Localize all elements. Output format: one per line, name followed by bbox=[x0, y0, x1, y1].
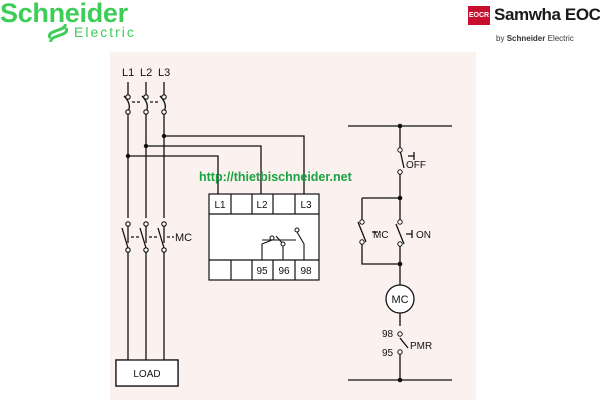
schneider-mark-icon bbox=[47, 24, 69, 42]
power-wiring bbox=[115, 82, 305, 387]
coil-label: MC bbox=[391, 294, 408, 306]
eocr-badge: EOCR bbox=[468, 6, 490, 25]
partner-tagline: by Schneider Electric bbox=[496, 34, 574, 43]
relay-input-l3: L3 bbox=[300, 200, 312, 211]
relay-block bbox=[208, 193, 320, 281]
on-label: ON bbox=[416, 230, 431, 241]
contactor-label: MC bbox=[175, 232, 192, 244]
partner-by-brand: Schneider bbox=[506, 34, 546, 43]
phase-label-l1: L1 bbox=[122, 67, 134, 79]
partner-by-sub: Electric bbox=[547, 34, 574, 43]
control-wiring bbox=[348, 125, 452, 381]
partner-by: by bbox=[496, 34, 505, 43]
relay-contact-96: 96 bbox=[278, 266, 290, 277]
brand-name: Schneider bbox=[0, 0, 128, 28]
control-terminals bbox=[359, 147, 403, 355]
relay-input-l1: L1 bbox=[214, 200, 226, 211]
hold-contact-label: MC bbox=[373, 230, 389, 241]
load-box bbox=[115, 359, 179, 387]
watermark-url: http://thietbischneider.net bbox=[199, 170, 353, 184]
pmr-label: PMR bbox=[410, 341, 432, 352]
relay-input-l2: L2 bbox=[256, 200, 268, 211]
relay-contacts bbox=[261, 231, 305, 260]
relay-contact-points bbox=[269, 227, 300, 247]
phase-label-l3: L3 bbox=[158, 67, 170, 79]
partner-name: Samwha EOCR bbox=[494, 5, 600, 24]
samwha-logo: EOCR Samwha EOCR by Schneider Electric bbox=[468, 4, 600, 48]
load-label: LOAD bbox=[133, 369, 160, 380]
relay-contact-95: 95 bbox=[256, 266, 268, 277]
relay-contact-98: 98 bbox=[300, 266, 312, 277]
alarm-terminal-95: 95 bbox=[382, 348, 394, 359]
phase-label-l2: L2 bbox=[140, 67, 152, 79]
coil-circle bbox=[385, 284, 415, 314]
schneider-logo: Schneider Electric bbox=[0, 0, 190, 44]
open-terminals bbox=[125, 94, 167, 253]
brand-sub: Electric bbox=[74, 24, 136, 40]
alarm-terminal-98: 98 bbox=[382, 329, 394, 340]
power-terminals bbox=[125, 133, 307, 203]
control-junctions bbox=[397, 123, 403, 383]
off-label: OFF bbox=[406, 160, 426, 171]
